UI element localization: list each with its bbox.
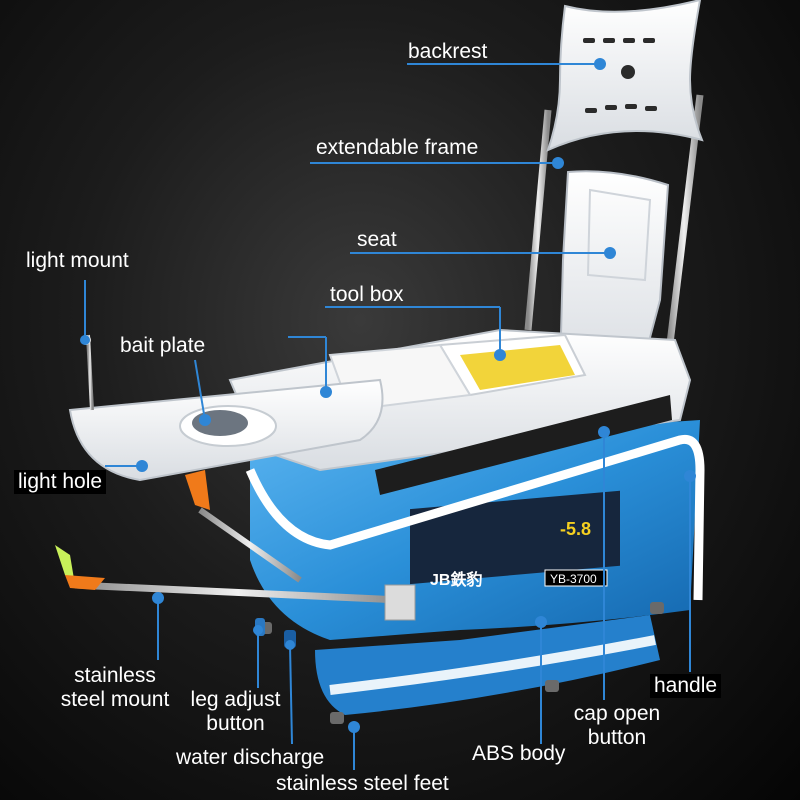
label-extendable-frame: extendable frame: [316, 136, 479, 159]
label-water-discharge: water discharge: [176, 746, 325, 769]
model-print: YB-3700: [550, 572, 597, 586]
label-leg-adjust-button-line1: leg adjust: [190, 688, 281, 711]
callout-lines: [80, 58, 696, 770]
label-stainless-steel-mount-line2: steel mount: [60, 688, 170, 711]
label-abs-body: ABS body: [472, 742, 566, 765]
label-leg-adjust-button: leg adjust button: [178, 688, 293, 736]
label-handle: handle: [650, 674, 722, 698]
label-seat: seat: [357, 228, 397, 251]
extendable-frame: [524, 94, 704, 361]
label-cap-open-button-line2: button: [587, 726, 647, 749]
label-backrest: backrest: [408, 40, 488, 63]
label-cap-open-button-line1: cap open: [573, 702, 661, 725]
label-leg-adjust-button-line2: button: [206, 712, 265, 735]
label-cap-open-button: cap open button: [562, 702, 672, 750]
label-light-mount: light mount: [26, 249, 129, 272]
label-stainless-steel-mount-line1: stainless: [74, 664, 156, 687]
label-bait-plate: bait plate: [120, 334, 206, 357]
brand-print: JB鉄豹: [430, 570, 482, 589]
seat-part: [558, 170, 670, 377]
stainless-steel-mount-arm: [55, 470, 416, 621]
backrest-part: [546, 0, 704, 152]
label-tool-box: tool box: [330, 283, 404, 306]
capacity-print: -5.8: [560, 519, 591, 539]
label-light-hole: light hole: [14, 470, 107, 494]
carry-handle: [245, 434, 705, 601]
light-mount-rod: [81, 334, 94, 411]
label-stainless-steel-mount: stainless steel mount: [40, 664, 190, 712]
product-label-panel: JB鉄豹 -5.8 YB-3700: [410, 490, 620, 589]
label-stainless-steel-feet: stainless steel feet: [276, 772, 449, 795]
